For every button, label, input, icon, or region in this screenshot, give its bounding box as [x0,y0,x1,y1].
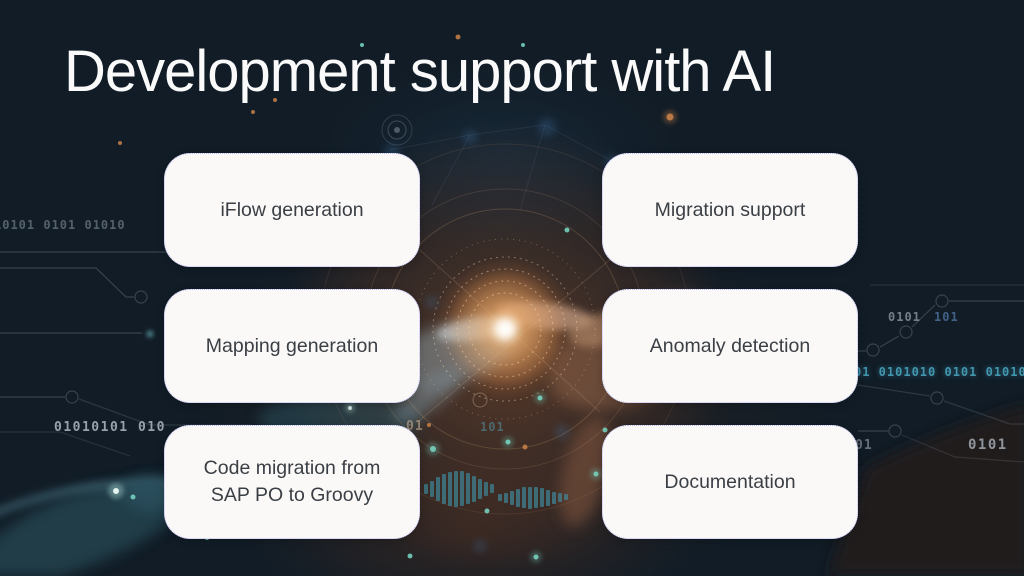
cards-grid: iFlow generation Migration support Mappi… [164,153,858,539]
binary-text: 10101 0101 01010 [0,218,126,232]
card-label: Mapping generation [205,334,379,357]
card-code-migration: Code migration from SAP PO to Groovy [164,425,420,539]
card-label: iFlow generation [220,198,364,221]
contact-core [495,319,515,339]
card-iflow-generation: iFlow generation [164,153,420,267]
card-anomaly-detection: Anomaly detection [602,289,858,403]
mesh-lines [389,124,611,211]
card-migration-support: Migration support [602,153,858,267]
slide-title: Development support with AI [64,39,776,104]
binary-text: 01 [855,438,873,453]
card-mapping-generation: Mapping generation [164,289,420,403]
circuit-node-dot [146,330,154,338]
binary-text: 0101 [888,310,921,324]
card-label: Anomaly detection [649,334,811,357]
card-label: Documentation [664,470,796,493]
binary-text: 01010101 010 [54,420,166,435]
target-icon [381,114,413,146]
binary-text: 01 0101010 0101 01010101 [854,365,1024,379]
binary-text: 0101 [968,437,1008,453]
card-label: Code migration from SAP PO to Groovy [203,457,381,506]
waveform [424,471,568,509]
card-documentation: Documentation [602,425,858,539]
binary-text: 101 [480,420,505,434]
sparkle-glints [108,403,355,499]
binary-text: 101 [934,310,959,324]
card-label: Migration support [654,198,806,221]
